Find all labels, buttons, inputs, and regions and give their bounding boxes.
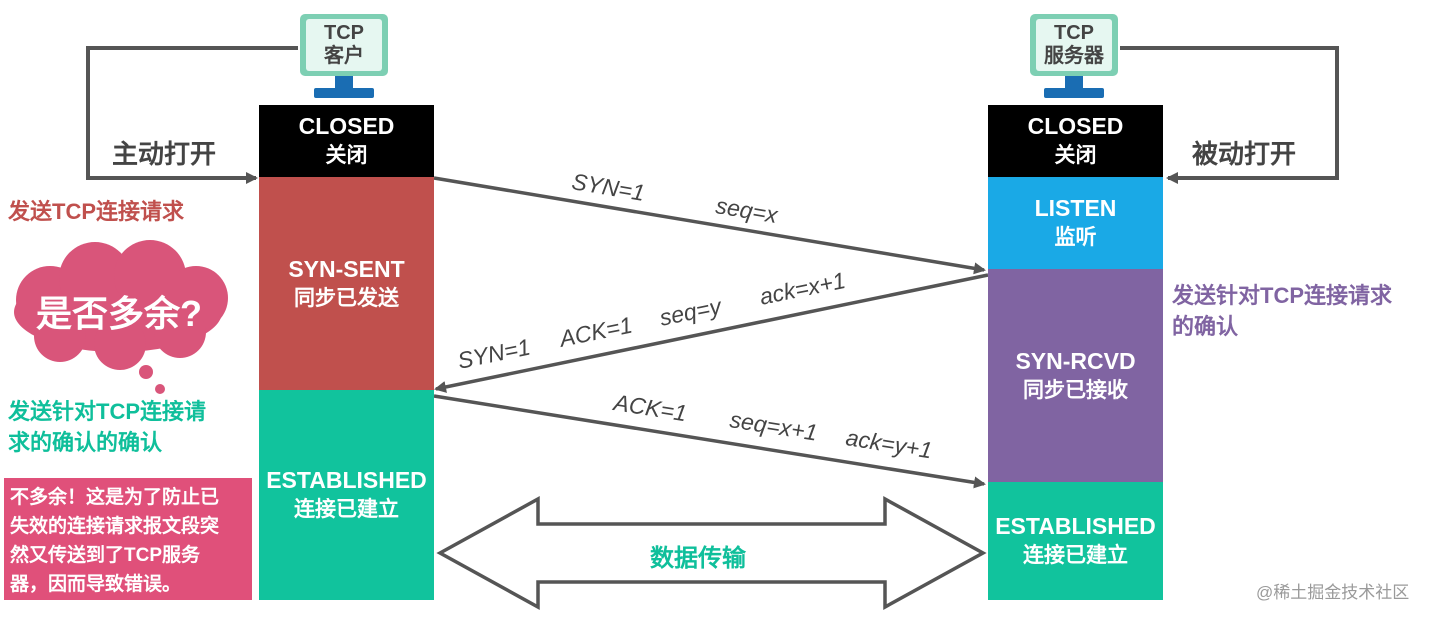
state-label-zh: 同步已接收 — [1023, 378, 1128, 402]
send-confirm-line1: 发送针对TCP连接请 — [8, 399, 207, 424]
explanation-box: 不多余！这是为了防止已 失效的连接请求报文段突 然又传送到了TCP服务 器，因而… — [4, 478, 252, 600]
server-confirm-line1: 发送针对TCP连接请求 — [1172, 283, 1393, 308]
state-label-zh: 关闭 — [1054, 144, 1097, 167]
client-state-syn-sent: SYN-SENT 同步已发送 — [259, 177, 434, 390]
explanation-line1: 不多余！这是为了防止已 — [10, 487, 220, 508]
question-text: 是否多余? — [36, 293, 202, 334]
client-label-name: 客户 — [324, 45, 364, 67]
server-label-name: 服务器 — [1044, 45, 1104, 67]
server-computer-icon — [1030, 14, 1118, 98]
explanation-line3: 然又传送到了TCP服务 — [10, 545, 201, 566]
explanation-line2: 失效的连接请求报文段突 — [10, 516, 220, 537]
state-label-zh: 连接已建立 — [1023, 544, 1128, 567]
send-confirm-line2: 求的确认的确认 — [8, 430, 163, 455]
state-label-zh: 同步已发送 — [294, 286, 399, 310]
syn-ack-arrow — [434, 273, 989, 393]
client-computer-label: TCP 客户 — [306, 19, 382, 71]
server-state-listen: LISTEN 监听 — [988, 177, 1163, 269]
server-label-tcp: TCP — [1054, 22, 1094, 44]
ack-arrow — [433, 394, 986, 489]
state-label-en: ESTABLISHED — [266, 467, 427, 493]
state-label-zh: 关闭 — [325, 144, 368, 167]
state-label-en: CLOSED — [298, 113, 395, 139]
data-transfer-arrow — [436, 496, 987, 610]
client-label-tcp: TCP — [324, 22, 364, 44]
server-state-closed: CLOSED 关闭 — [988, 105, 1163, 177]
send-confirm-note: 发送针对TCP连接请 求的确认的确认 — [8, 396, 206, 458]
state-label-en: LISTEN — [1034, 195, 1117, 221]
client-state-closed: CLOSED 关闭 — [259, 105, 434, 177]
client-computer-icon — [300, 14, 388, 98]
server-state-syn-rcvd: SYN-RCVD 同步已接收 — [988, 269, 1163, 482]
client-state-established: ESTABLISHED 连接已建立 — [259, 390, 434, 600]
state-label-en: ESTABLISHED — [995, 513, 1156, 539]
state-label-zh: 监听 — [1054, 226, 1097, 249]
state-label-en: SYN-SENT — [288, 255, 405, 282]
active-open-arrow — [86, 46, 298, 184]
state-label-en: SYN-RCVD — [1015, 347, 1136, 374]
passive-open-arrow — [1120, 46, 1339, 184]
explanation-line4: 器，因而导致错误。 — [10, 574, 182, 595]
state-label-en: CLOSED — [1027, 113, 1124, 139]
server-confirm-note: 发送针对TCP连接请求 的确认 — [1172, 280, 1392, 342]
syn-arrow — [433, 176, 986, 275]
passive-open-label: 被动打开 — [1192, 139, 1297, 169]
data-transfer-label: 数据传输 — [650, 545, 746, 572]
thought-cloud — [14, 240, 228, 394]
watermark: @稀土掘金技术社区 — [1256, 583, 1410, 602]
send-request-note: 发送TCP连接请求 — [8, 199, 185, 224]
server-confirm-line2: 的确认 — [1172, 314, 1239, 339]
state-label-zh: 连接已建立 — [294, 498, 399, 521]
active-open-label: 主动打开 — [112, 139, 217, 169]
server-state-established: ESTABLISHED 连接已建立 — [988, 482, 1163, 600]
server-computer-label: TCP 服务器 — [1036, 19, 1112, 71]
